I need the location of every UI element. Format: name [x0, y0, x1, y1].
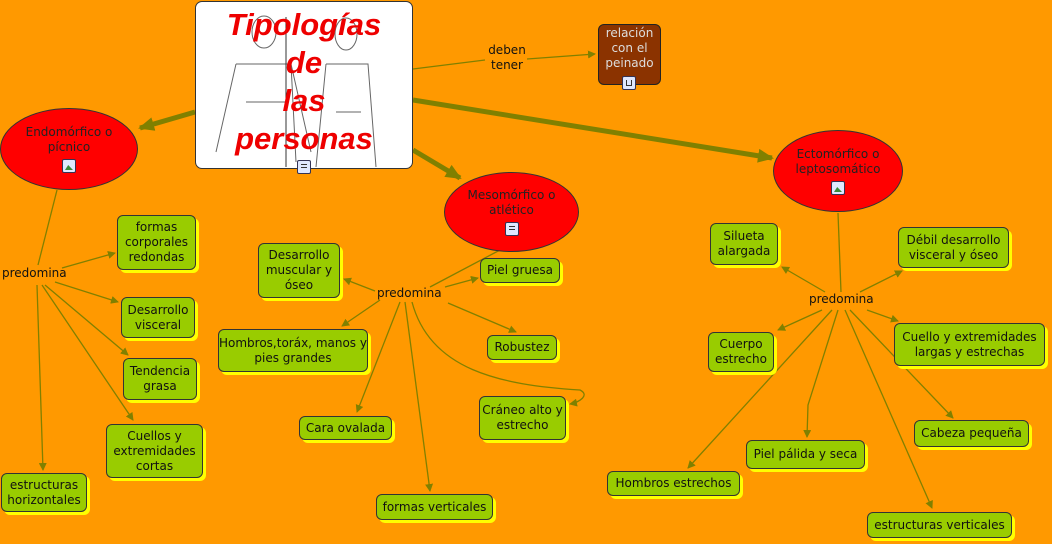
link-label-predomina: predomina: [2, 266, 67, 280]
node-label: formas corporales redondas: [124, 220, 189, 264]
concept-node[interactable]: Cuerpo estrecho: [708, 332, 774, 372]
relacion-peinado-node[interactable]: relación con el peinado: [598, 24, 661, 85]
title-line: las: [282, 83, 326, 118]
concept-node[interactable]: Robustez: [487, 335, 557, 360]
node-label: Mesomórfico o atlético: [467, 188, 556, 217]
node-label: Piel gruesa: [487, 263, 553, 277]
concept-node[interactable]: formas verticales: [376, 494, 493, 520]
node-label: Cuellos y extremidades cortas: [113, 428, 196, 473]
human-figures-image: [215, 15, 377, 168]
node-label: Cuerpo estrecho: [715, 337, 767, 366]
concept-node[interactable]: Desarrollo visceral: [121, 297, 195, 338]
node-label: Silueta alargada: [717, 229, 771, 258]
concept-node[interactable]: Piel pálida y seca: [746, 440, 865, 469]
node-label: Robustez: [494, 340, 550, 354]
node-label: Tendencia grasa: [129, 364, 191, 393]
link-label-predomina: predomina: [809, 292, 874, 306]
title-line: personas: [235, 121, 373, 156]
concept-node[interactable]: Silueta alargada: [710, 223, 778, 265]
title-line: Tipologías: [226, 7, 382, 42]
node-label: estructuras verticales: [874, 517, 1005, 532]
submap-icon[interactable]: [622, 76, 636, 90]
node-label: formas verticales: [382, 499, 487, 514]
concept-node[interactable]: Hombros,toráx, manos y pies grandes: [218, 329, 368, 372]
concept-node[interactable]: estructuras verticales: [867, 512, 1012, 538]
concept-node[interactable]: Cara ovalada: [299, 416, 392, 440]
node-label: Hombros estrechos: [615, 476, 732, 490]
node-label: Desarrollo muscular y óseo: [265, 248, 333, 292]
concept-node[interactable]: Tendencia grasa: [123, 358, 197, 400]
concept-node[interactable]: estructuras horizontales: [1, 473, 87, 512]
node-label: estructuras horizontales: [7, 477, 81, 507]
node-label: Cuello y extremidades largas y estrechas: [902, 329, 1037, 359]
node-label: Débil desarrollo visceral y óseo: [906, 232, 1001, 262]
document-icon[interactable]: [504, 222, 519, 236]
node-label: Desarrollo visceral: [127, 302, 189, 332]
document-icon[interactable]: [297, 160, 311, 174]
image-icon[interactable]: [62, 159, 76, 173]
concept-node[interactable]: formas corporales redondas: [117, 215, 196, 270]
concept-node[interactable]: Cráneo alto y estrecho: [479, 396, 566, 440]
concept-node[interactable]: Desarrollo muscular y óseo: [258, 243, 340, 298]
title-line: de: [285, 45, 323, 80]
ectomorfico-node[interactable]: Ectomórfico o leptosomático: [773, 130, 903, 212]
concept-node[interactable]: Débil desarrollo visceral y óseo: [898, 227, 1009, 268]
concept-node[interactable]: Piel gruesa: [480, 258, 560, 283]
node-label: Cabeza pequeña: [921, 426, 1022, 440]
node-label: Cráneo alto y estrecho: [482, 403, 563, 432]
node-label: Hombros,toráx, manos y pies grandes: [219, 335, 367, 365]
mesomorfico-node[interactable]: Mesomórfico o atlético: [444, 172, 579, 252]
concept-node[interactable]: Cuello y extremidades largas y estrechas: [894, 323, 1045, 366]
concept-node[interactable]: Cabeza pequeña: [914, 420, 1029, 447]
node-label: Endomórfico o pícnico: [25, 125, 113, 154]
node-label: Cara ovalada: [305, 420, 386, 435]
concept-node[interactable]: Hombros estrechos: [607, 471, 740, 496]
endomorfico-node[interactable]: Endomórfico o pícnico: [0, 108, 138, 190]
link-label-predomina: predomina: [377, 286, 442, 300]
node-label: relación con el peinado: [605, 26, 654, 70]
concept-node[interactable]: Cuellos y extremidades cortas: [106, 424, 203, 478]
image-icon[interactable]: [831, 181, 845, 195]
node-label: Piel pálida y seca: [753, 447, 858, 461]
node-label: Ectomórfico o leptosomático: [795, 147, 881, 176]
link-label-deben-tener: deben tener: [488, 43, 526, 72]
